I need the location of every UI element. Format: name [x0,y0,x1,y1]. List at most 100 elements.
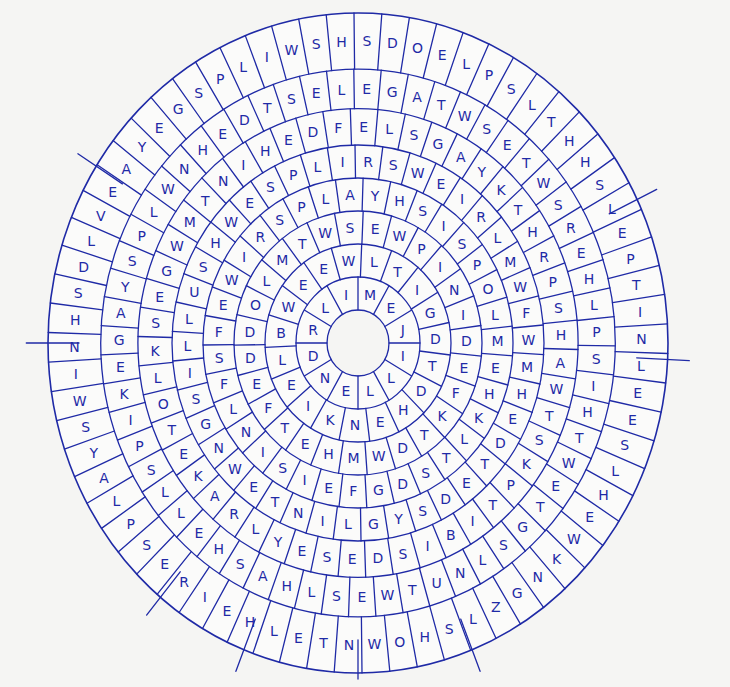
cell-divider [428,491,442,521]
grid-letter: K [470,409,488,427]
grid-letter: T [570,429,588,447]
grid-letter: H [333,33,351,51]
grid-letter: F [215,375,233,393]
grid-letter: L [632,357,650,375]
grid-letter: D [426,330,444,348]
cell-divider [406,500,416,531]
grid-letter: E [433,46,451,64]
grid-letter: E [151,288,169,306]
grid-letter: I [254,443,272,461]
cell-divider [385,402,399,432]
cell-divider [248,96,264,132]
grid-letter: P [480,66,498,84]
grid-letter: S [274,459,292,477]
grid-letter: E [307,84,325,102]
cell-divider [361,617,363,673]
grid-letter: K [115,385,133,403]
ring-line [234,211,482,475]
grid-letter: W [279,298,297,316]
grid-letter: W [520,331,538,349]
cell-divider [615,324,668,327]
grid-letter: M [273,251,291,269]
paper-disc [48,13,668,673]
grid-letter: L [339,515,357,533]
grid-letter: P [131,437,149,455]
cell-divider [339,441,344,474]
cell-divider [334,616,338,672]
cell-divider [411,533,421,568]
cell-divider [184,274,213,286]
ring-line [203,178,513,508]
grid-letter: O [391,633,409,651]
grid-letter: T [163,421,181,439]
grid-letter: G [514,518,532,536]
grid-letter: K [146,342,164,360]
cell-divider [129,449,162,467]
grid-letter: K [189,467,207,485]
grid-letter: S [591,176,609,194]
cell-divider [338,540,341,576]
grid-letter: M [345,449,363,467]
grid-letter: G [383,83,401,101]
grid-letter: L [488,229,506,247]
grid-letter: L [82,232,100,250]
grid-letter: S [478,120,496,138]
grid-letter: T [389,263,407,281]
grid-letter: R [225,505,243,523]
grid-letter: I [464,512,482,530]
grid-letter: H [513,385,531,403]
cell-divider [279,608,292,662]
grid-letter: E [214,296,232,314]
cell-divider [311,435,323,466]
grid-letter: H [194,141,212,159]
grid-letter: D [394,475,412,493]
grid-letter: S [210,349,228,367]
grid-letter: W [159,180,177,198]
cell-divider [335,180,340,213]
grid-letter: I [258,48,276,66]
cell-divider [407,612,417,667]
cell-divider [214,391,243,403]
grid-letter: S [341,219,359,237]
grid-letter: L [246,520,264,538]
cell-divider [577,317,614,321]
cell-divider [353,69,355,109]
grid-letter: S [384,156,402,174]
cell-divider [299,19,309,74]
grid-letter: M [361,286,379,304]
grid-letter: T [517,154,535,172]
grid-letter: R [535,248,553,266]
grid-letter: N [633,330,651,348]
grid-letter: S [194,258,212,276]
grid-letter: G [110,331,128,349]
grid-letter: I [67,365,85,383]
grid-letter: S [549,299,567,317]
grid-letter: E [504,410,522,428]
cell-divider [420,351,451,355]
cell-divider [273,84,285,121]
grid-letter: S [405,126,423,144]
cell-divider [306,501,315,533]
cell-divider [386,437,395,468]
grid-letter: H [416,628,434,646]
grid-letter: A [112,304,130,322]
grid-letter: I [337,286,355,304]
grid-letter: H [66,311,84,329]
ring-line [172,145,544,541]
grid-letter: E [290,629,308,647]
grid-letter: E [150,119,168,137]
cell-divider [424,82,435,120]
cell-divider [610,401,662,413]
grid-letter: W [456,107,474,125]
grid-letter: I [631,303,649,321]
grid-letter: L [523,96,541,114]
grid-letter: E [432,175,450,193]
grid-letter: E [245,478,263,496]
grid-letter: I [296,471,314,489]
grid-letter: T [531,498,549,516]
cell-divider [172,331,203,333]
grid-letter: S [231,555,249,573]
grid-letter: P [122,515,140,533]
grid-letter: O [154,395,172,413]
grid-letter: H [552,326,570,344]
